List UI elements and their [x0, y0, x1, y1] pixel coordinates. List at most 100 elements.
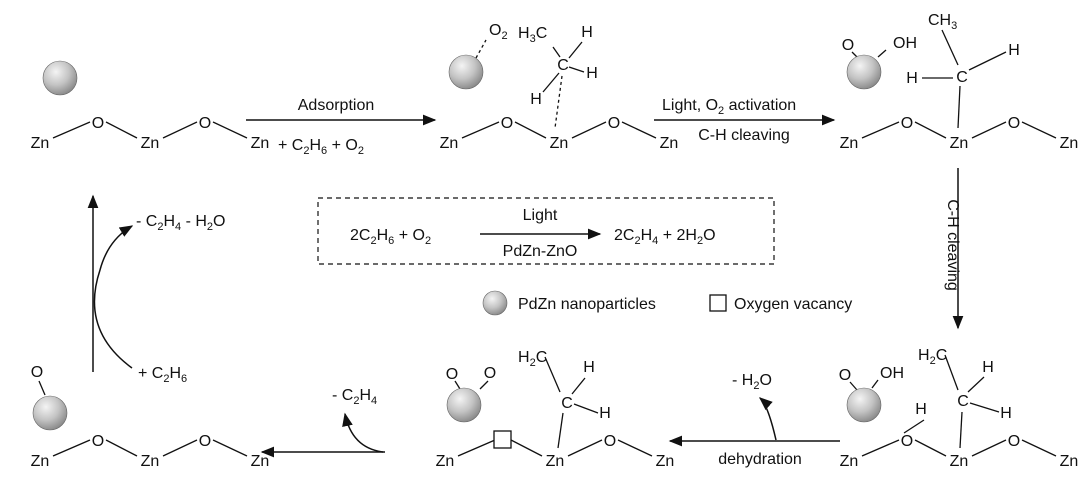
formula-text: H: [163, 213, 175, 230]
subscript: 2: [530, 357, 536, 369]
subscript: 2: [697, 235, 703, 247]
o-atom: O: [842, 37, 854, 54]
o-atom: O: [839, 367, 851, 384]
h-atom: H: [599, 405, 611, 422]
pdzn-nanoparticle: [446, 387, 482, 423]
formula-text: 2C: [350, 227, 370, 244]
o-atom-p6: O: [199, 433, 211, 450]
zn-atom-p3: Zn: [950, 135, 969, 152]
zn-atom-p5: Zn: [436, 453, 455, 470]
subscript: 2: [718, 105, 724, 117]
o-atom-p5: O: [604, 433, 616, 450]
pdzn-nanoparticle: [32, 395, 68, 431]
legend-vacancy-square: [709, 294, 727, 312]
h-atom: H: [583, 359, 595, 376]
formula-text: 2C: [614, 227, 634, 244]
pdzn-nanoparticle: [846, 54, 882, 90]
zn-atom-p5: Zn: [546, 453, 565, 470]
o-particle-bond: [38, 380, 46, 396]
methylene-label-p5: H2C: [518, 349, 547, 369]
formula-text: O: [213, 213, 225, 230]
c-zn-bond: [957, 85, 961, 129]
zn-o-bond: [571, 121, 607, 139]
catalyst-label: PdZn-ZnO: [503, 243, 578, 260]
plus-c2h6-label: + C2H6: [138, 365, 187, 385]
formula-text: H: [518, 349, 530, 366]
o-atom-p4: O: [1008, 433, 1020, 450]
formula-text: + C: [138, 365, 163, 382]
zn-atom-p1: Zn: [251, 135, 270, 152]
minus-c2h4-h2o-label: - C2H4 - H2O: [136, 213, 226, 233]
oh-group: OH: [880, 365, 904, 382]
h-atom: H: [906, 70, 918, 87]
subscript: 2: [370, 235, 376, 247]
h-atom: H: [1000, 405, 1012, 422]
formula-text: - H: [732, 372, 753, 389]
o-zn-bond: [514, 121, 547, 139]
c-c-bond: [544, 356, 561, 393]
c-atom: C: [557, 57, 569, 74]
subscript: 2: [303, 145, 309, 157]
o-zn-bond: [1021, 121, 1057, 139]
zn-o-bond: [162, 121, 198, 139]
zn-o-bond: [52, 121, 91, 139]
dehydration-label: dehydration: [718, 451, 802, 468]
overall-reaction-box: [317, 197, 775, 265]
h-o-hydrogen-bond: [903, 419, 925, 434]
overall-products: 2C2H4 + 2H2O: [614, 227, 716, 247]
o-atom-p3: O: [1008, 115, 1020, 132]
formula-text: H: [518, 25, 530, 42]
subscript: 2: [207, 221, 213, 233]
o-zn-bond: [621, 121, 657, 139]
zn-atom-p4: Zn: [950, 453, 969, 470]
formula-text: H: [169, 365, 181, 382]
o-atom: O: [446, 366, 458, 383]
zn-atom-p6: Zn: [251, 453, 270, 470]
legend-nanoparticle-label: PdZn nanoparticles: [518, 296, 656, 313]
subscript: 4: [175, 221, 181, 233]
o-particle-bond: [479, 380, 489, 390]
formula-text: CH: [928, 12, 951, 29]
zn-atom-p1: Zn: [141, 135, 160, 152]
formula-text: H: [377, 227, 389, 244]
o2-label: O2: [489, 22, 508, 42]
subscript: 2: [163, 373, 169, 385]
legend-vacancy-label: Oxygen vacancy: [734, 296, 852, 313]
subscript: 2: [634, 235, 640, 247]
subscript: 6: [321, 145, 327, 157]
c-h-bond: [967, 376, 985, 393]
o-zn-bond: [105, 121, 138, 139]
ch-cleaving-label: C-H cleaving: [698, 127, 790, 144]
overall-reactants: 2C2H6 + O2: [350, 227, 431, 247]
o-atom-p3: O: [901, 115, 913, 132]
formula-text: activation: [724, 97, 796, 114]
subscript: 6: [388, 235, 394, 247]
legend-nanoparticle-sphere: [482, 290, 508, 316]
o-zn-bond: [510, 439, 543, 457]
o-particle-bond: [454, 380, 461, 390]
formula-text: C: [936, 347, 948, 364]
o-zn-bond: [617, 439, 653, 457]
subscript: 2: [753, 380, 759, 392]
ch-cleaving-vertical-label: C-H cleaving: [944, 199, 961, 291]
o-atom: O: [484, 365, 496, 382]
minus-h2o-curved-arrow: [758, 397, 777, 441]
reactants-label: + C2H6 + O2: [278, 137, 364, 157]
c-h-bond: [568, 66, 585, 73]
formula-text: O: [759, 372, 771, 389]
h-atom: H: [1008, 42, 1020, 59]
h-atom: H: [586, 65, 598, 82]
c-c-bond: [552, 46, 561, 58]
pdzn-nanoparticle: [42, 60, 78, 96]
o-zn-bond: [212, 439, 248, 457]
light-activation-label: Light, O2 activation: [662, 97, 796, 117]
zn-o-bond: [162, 439, 198, 457]
oh-particle-bond: [877, 49, 887, 58]
c-h-bond: [571, 377, 586, 395]
subscript: 2: [353, 395, 359, 407]
o-atom-p1: O: [199, 115, 211, 132]
pdzn-nanoparticle: [846, 387, 882, 423]
zn-atom-p3: Zn: [840, 135, 859, 152]
formula-text: + C: [278, 137, 303, 154]
zn-atom-p5: Zn: [656, 453, 675, 470]
